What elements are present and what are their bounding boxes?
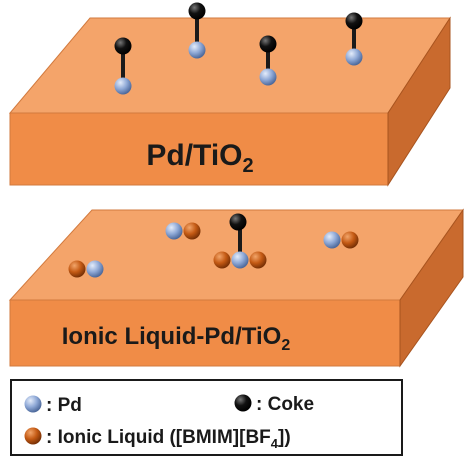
legend-coke-icon <box>234 394 252 412</box>
pd-atom <box>231 251 249 269</box>
legend-box <box>10 379 403 456</box>
legend-il-icon <box>24 427 42 445</box>
pd-atom <box>345 48 363 66</box>
slab-pd-tio2: Pd/TiO2 <box>8 2 451 187</box>
slab-side-face <box>399 208 464 368</box>
legend-pd-label: : Pd <box>46 395 82 416</box>
coke-atom <box>259 35 277 53</box>
slab-label-pd-tio2: Pd/TiO2 <box>146 139 253 177</box>
slab-label-il-pd-tio2: Ionic Liquid-Pd/TiO2 <box>62 323 291 354</box>
pd-il-pair <box>323 231 359 249</box>
ionic-liquid-atom <box>68 260 86 278</box>
slab-top-face <box>8 17 451 114</box>
pd-atom <box>323 231 341 249</box>
pd-atom <box>86 260 104 278</box>
ionic-liquid-atom <box>341 231 359 249</box>
pd-il-pair <box>165 222 201 240</box>
coke-atom <box>229 213 247 231</box>
coke-atom <box>114 37 132 55</box>
pd-atom <box>259 68 277 86</box>
pd-atom <box>114 77 132 95</box>
legend-il-label: : Ionic Liquid ([BMIM][BF4]) <box>46 427 291 451</box>
ionic-liquid-atom <box>213 251 231 269</box>
coke-atom <box>345 12 363 30</box>
pd-coke-particle <box>259 35 277 86</box>
slab-side-face <box>387 16 451 187</box>
slab-il-pd-tio2: Ionic Liquid-Pd/TiO2 <box>8 208 464 368</box>
legend-coke-label: : Coke <box>256 394 314 415</box>
pd-atom <box>165 222 183 240</box>
coke-atom <box>188 2 206 20</box>
pd-coke-particle <box>345 12 363 66</box>
pd-coke-particle <box>188 2 206 59</box>
pd-il-pair <box>68 260 104 278</box>
pd-il-coke-cluster <box>213 213 267 269</box>
legend-pd-icon <box>24 395 42 413</box>
ionic-liquid-atom <box>183 222 201 240</box>
pd-atom <box>188 41 206 59</box>
legend: : Pd : Coke : Ionic Liquid ([BMIM][BF4]) <box>10 379 403 456</box>
ionic-liquid-atom <box>249 251 267 269</box>
pd-coke-particle <box>114 37 132 95</box>
